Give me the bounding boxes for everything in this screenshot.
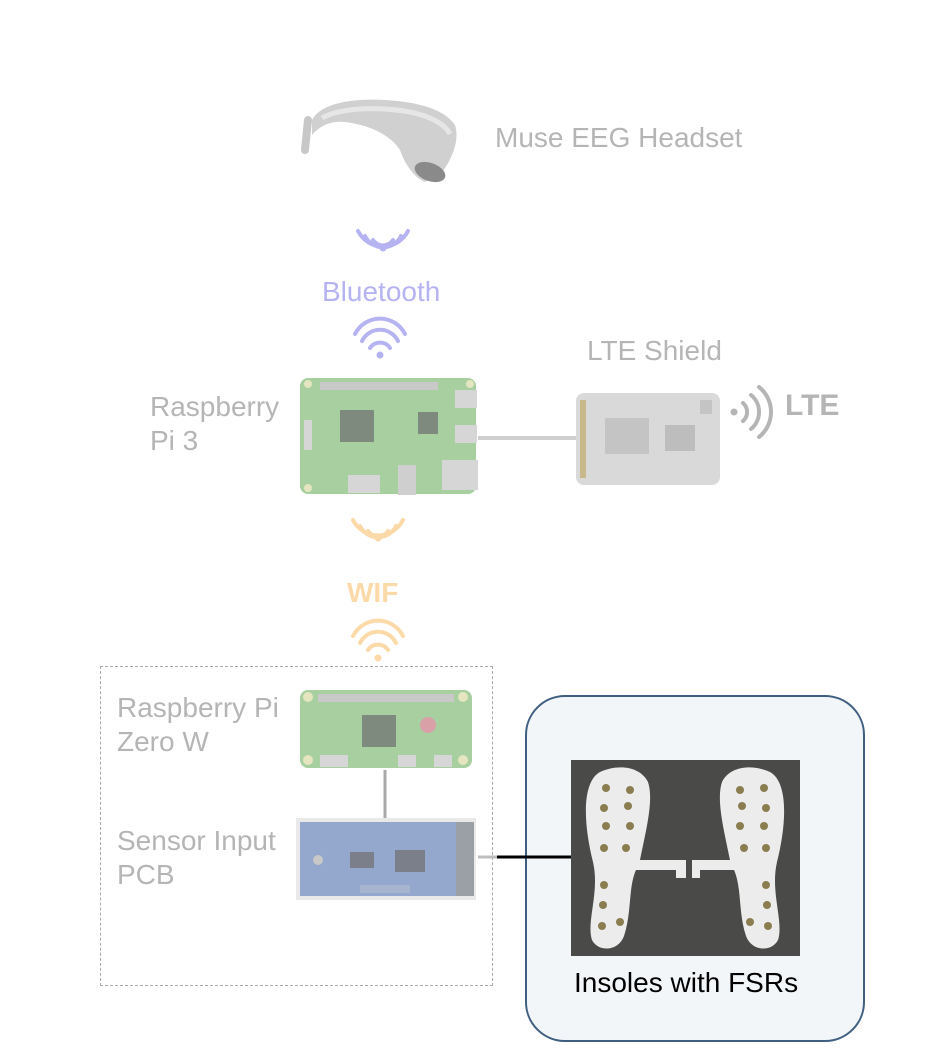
raspberry-pi-zero-label: Raspberry Pi Zero W	[117, 691, 279, 759]
sensor-pcb-label: Sensor Input PCB	[117, 824, 276, 892]
raspberry-pi-zero-label-line1: Raspberry Pi	[117, 692, 279, 723]
sensor-pcb-label-line2: PCB	[117, 859, 175, 890]
lte-label: LTE	[785, 389, 840, 422]
raspberry-pi-zero-label-line2: Zero W	[117, 726, 209, 757]
lte-signal-icon	[730, 385, 773, 439]
raspberry-pi-3-board	[300, 378, 478, 495]
lte-shield-label: LTE Shield	[587, 335, 722, 366]
raspberry-pi-zero-board	[300, 690, 472, 768]
bluetooth-signal-icon	[356, 229, 410, 252]
wifi-signal-icon	[351, 618, 405, 662]
muse-headset-label: Muse EEG Headset	[495, 122, 743, 153]
wifi-signal-icon	[351, 518, 405, 542]
lte-shield-board	[576, 393, 720, 485]
wifi-label: WIF	[347, 577, 399, 608]
insoles-photo	[571, 760, 800, 956]
sensor-pcb-label-line1: Sensor Input	[117, 825, 276, 856]
headset-icon	[301, 99, 457, 183]
sensor-node-group-box	[100, 666, 493, 986]
raspberry-pi-3-label-line1: Raspberry	[150, 391, 280, 422]
bluetooth-signal-icon	[353, 316, 407, 359]
raspberry-pi-3-label: Raspberry Pi 3	[150, 390, 279, 458]
bluetooth-label: Bluetooth	[322, 276, 441, 307]
sensor-pcb-board	[296, 818, 476, 900]
raspberry-pi-3-label-line2: Pi 3	[150, 425, 199, 456]
insoles-label: Insoles with FSRs	[574, 967, 799, 998]
